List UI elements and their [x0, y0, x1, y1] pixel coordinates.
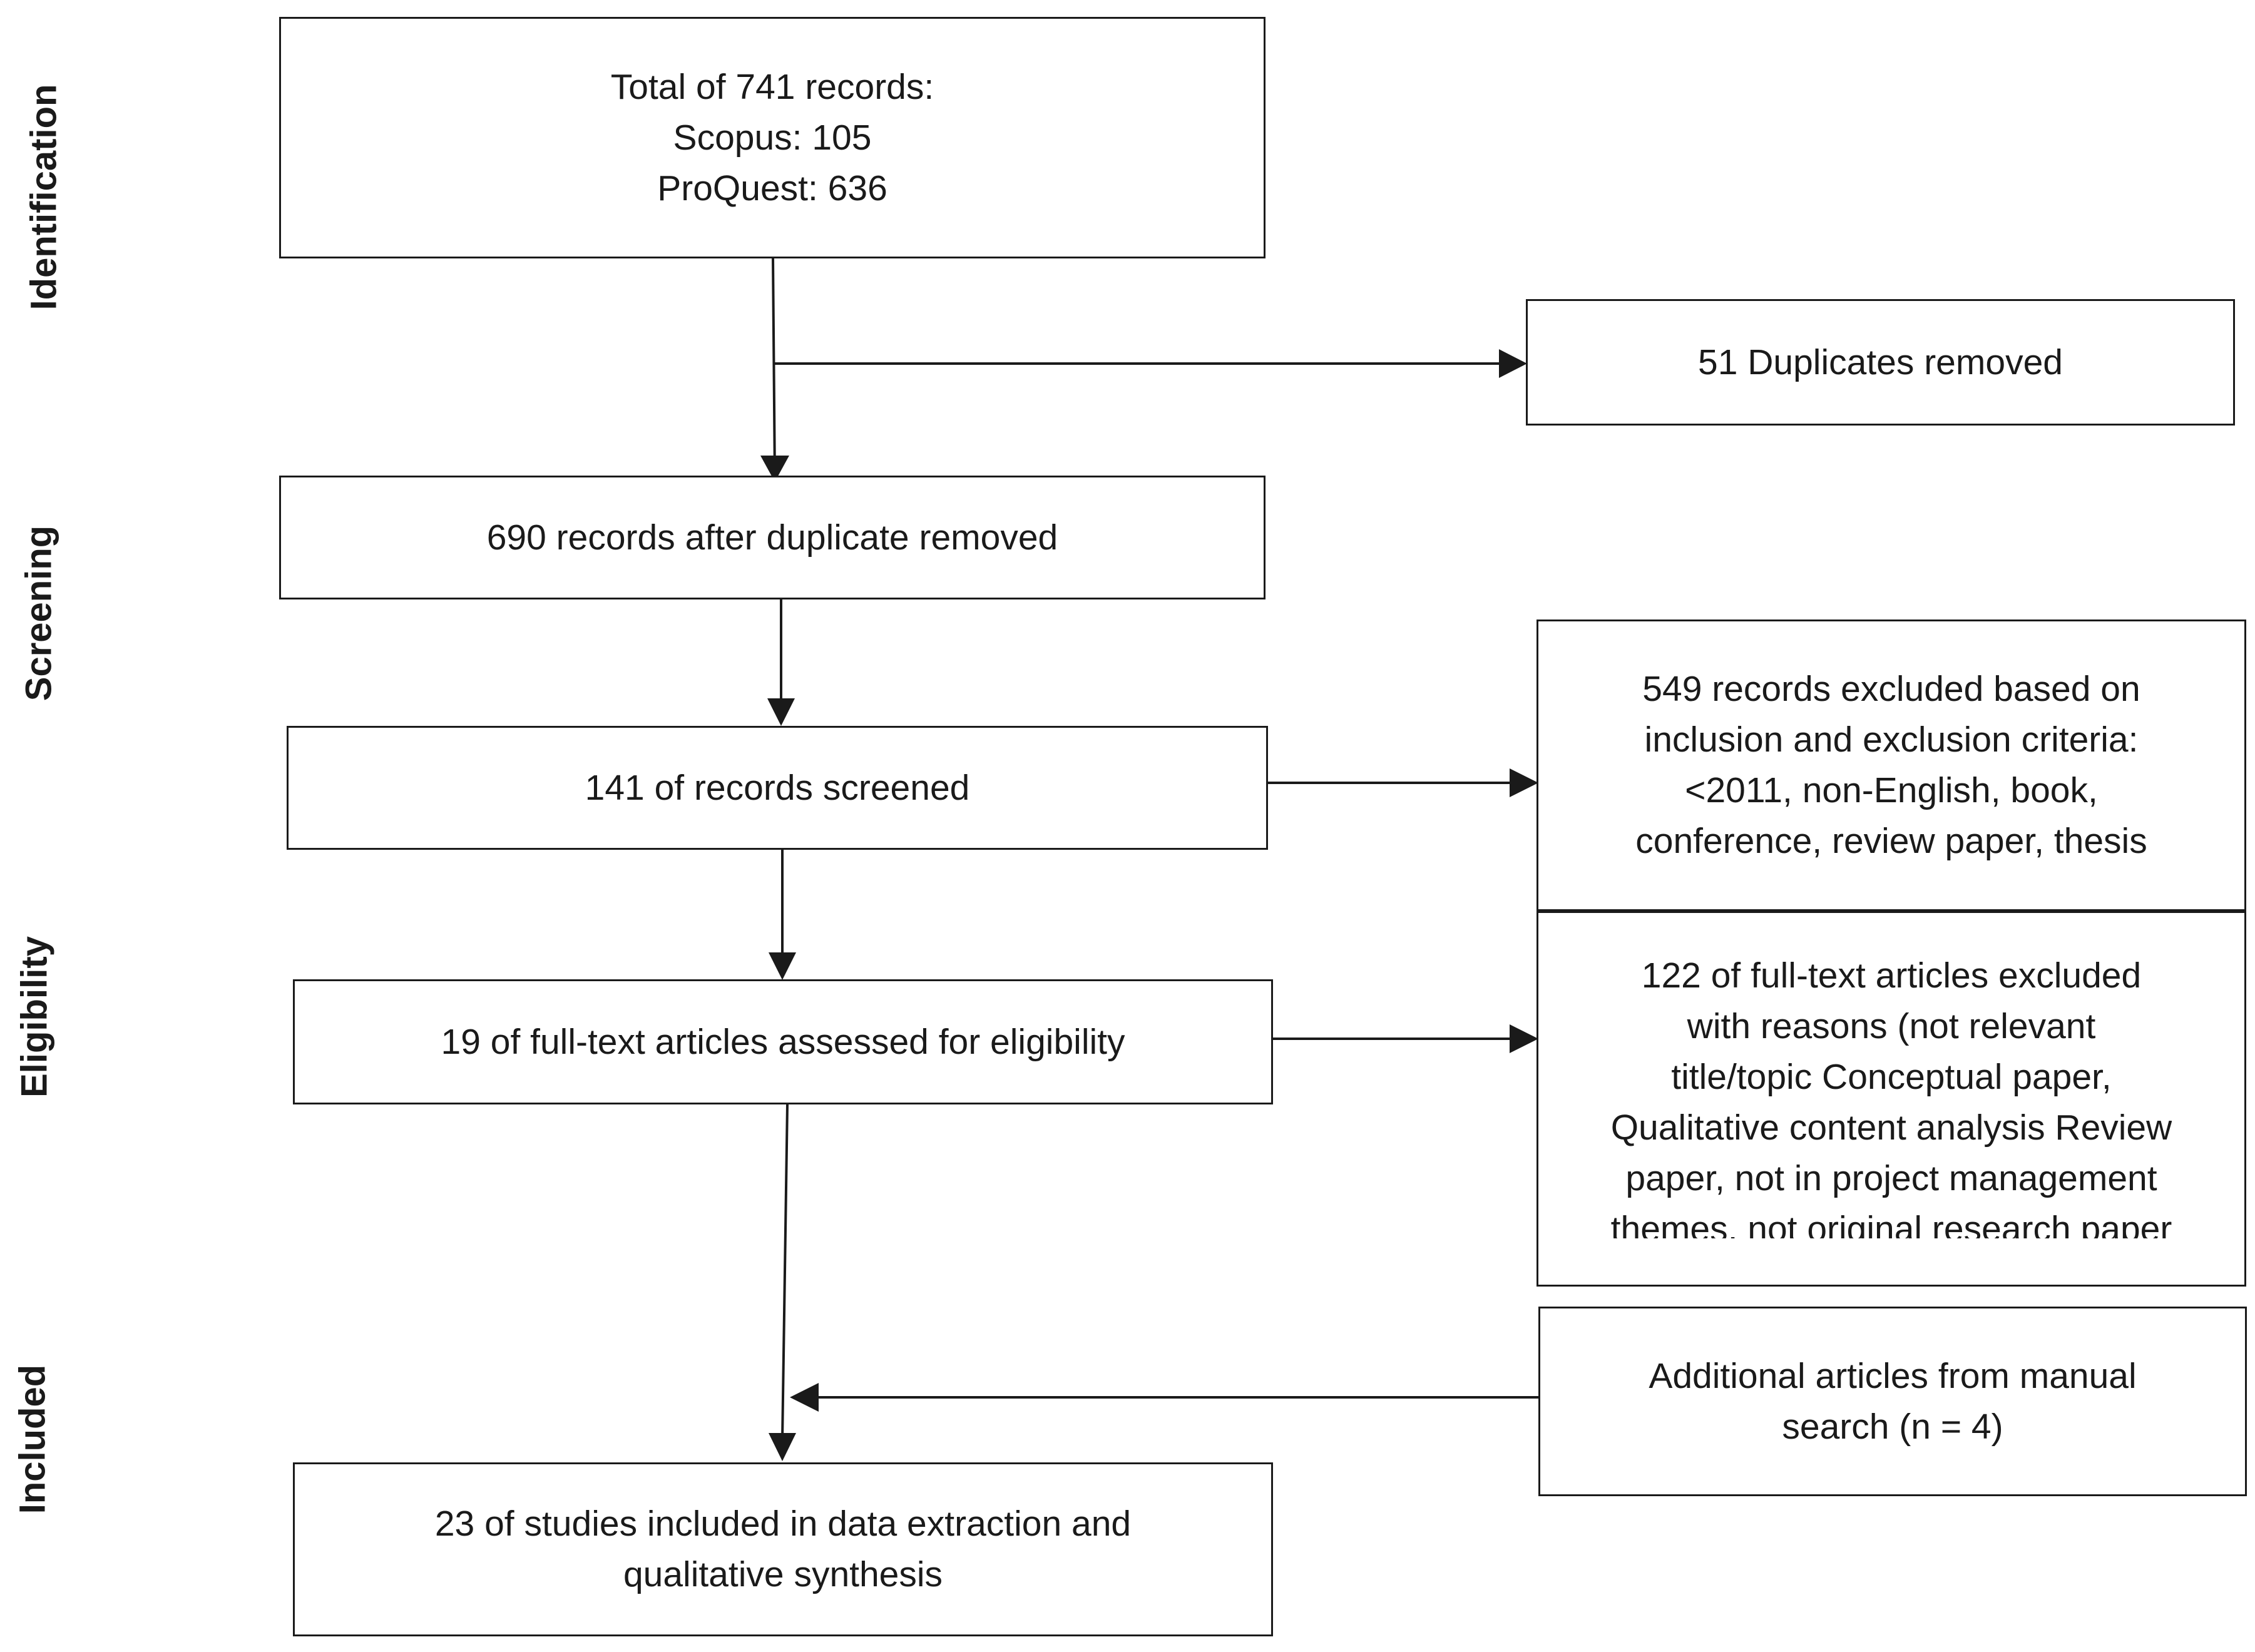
- arrowhead-manual-search: [790, 1383, 819, 1412]
- scopus-count: Scopus: 105: [673, 117, 872, 158]
- fulltext-excluded-line-4: Qualitative content analysis Review: [1610, 1108, 2172, 1148]
- arrowhead-screened: [767, 698, 795, 726]
- arrowhead-excluded: [1510, 768, 1538, 797]
- fulltext-excluded-line-3: title/topic Conceptual paper,: [1671, 1057, 2112, 1097]
- box-included-studies: 23 of studies included in data extractio…: [293, 1462, 1273, 1636]
- arrowhead-included: [769, 1433, 796, 1461]
- arrowhead-after-duplicates: [760, 456, 789, 482]
- fulltext-excluded-line-6: themes, not original research paper: [1610, 1209, 2172, 1238]
- fulltext-excluded-text-clip: 122 of full-text articles excluded with …: [1611, 951, 2172, 1238]
- arrowhead-assessed: [769, 952, 796, 980]
- box-manual-search: Additional articles from manual search (…: [1538, 1307, 2247, 1496]
- records-screened-text: 141 of records screened: [585, 767, 970, 808]
- included-studies-line-1: 23 of studies included in data extractio…: [434, 1504, 1132, 1544]
- assessed-eligibility-text: 19 of full-text articles assessed for el…: [441, 1021, 1125, 1062]
- total-records-line: Total of 741 records:: [610, 66, 934, 107]
- excluded-criteria-line-3: <2011, non-English, book,: [1685, 770, 2098, 810]
- arrow-total-to-after-duplicates: [772, 257, 776, 479]
- fulltext-excluded-line-5: paper, not in project management: [1625, 1158, 2157, 1198]
- box-assessed-eligibility: 19 of full-text articles assessed for el…: [293, 979, 1273, 1104]
- excluded-criteria-line-4: conference, review paper, thesis: [1635, 821, 2147, 861]
- fulltext-excluded-line-1: 122 of full-text articles excluded: [1641, 956, 2142, 996]
- arrowhead-duplicates: [1499, 349, 1527, 378]
- excluded-criteria-line-2: inclusion and exclusion criteria:: [1644, 720, 2139, 760]
- proquest-count: ProQuest: 636: [657, 168, 887, 208]
- arrowhead-fulltext-excluded: [1510, 1024, 1538, 1053]
- manual-search-line-1: Additional articles from manual: [1649, 1355, 2137, 1396]
- excluded-criteria-line-1: 549 records excluded based on: [1642, 669, 2140, 709]
- box-after-duplicates: 690 records after duplicate removed: [279, 476, 1266, 599]
- box-duplicates-removed: 51 Duplicates removed: [1526, 299, 2235, 426]
- manual-search-line-2: search (n = 4): [1782, 1406, 2003, 1447]
- box-records-screened: 141 of records screened: [287, 726, 1268, 850]
- included-studies-line-2: qualitative synthesis: [623, 1554, 943, 1594]
- box-excluded-criteria: 549 records excluded based on inclusion …: [1537, 620, 2246, 911]
- arrow-assessed-to-included: [781, 1104, 789, 1440]
- after-duplicates-text: 690 records after duplicate removed: [486, 517, 1058, 558]
- box-fulltext-excluded: 122 of full-text articles excluded with …: [1537, 911, 2246, 1287]
- box-total-records: Total of 741 records: Scopus: 105 ProQue…: [279, 17, 1266, 258]
- duplicates-removed-text: 51 Duplicates removed: [1698, 342, 2063, 382]
- fulltext-excluded-line-2: with reasons (not relevant: [1687, 1006, 2096, 1046]
